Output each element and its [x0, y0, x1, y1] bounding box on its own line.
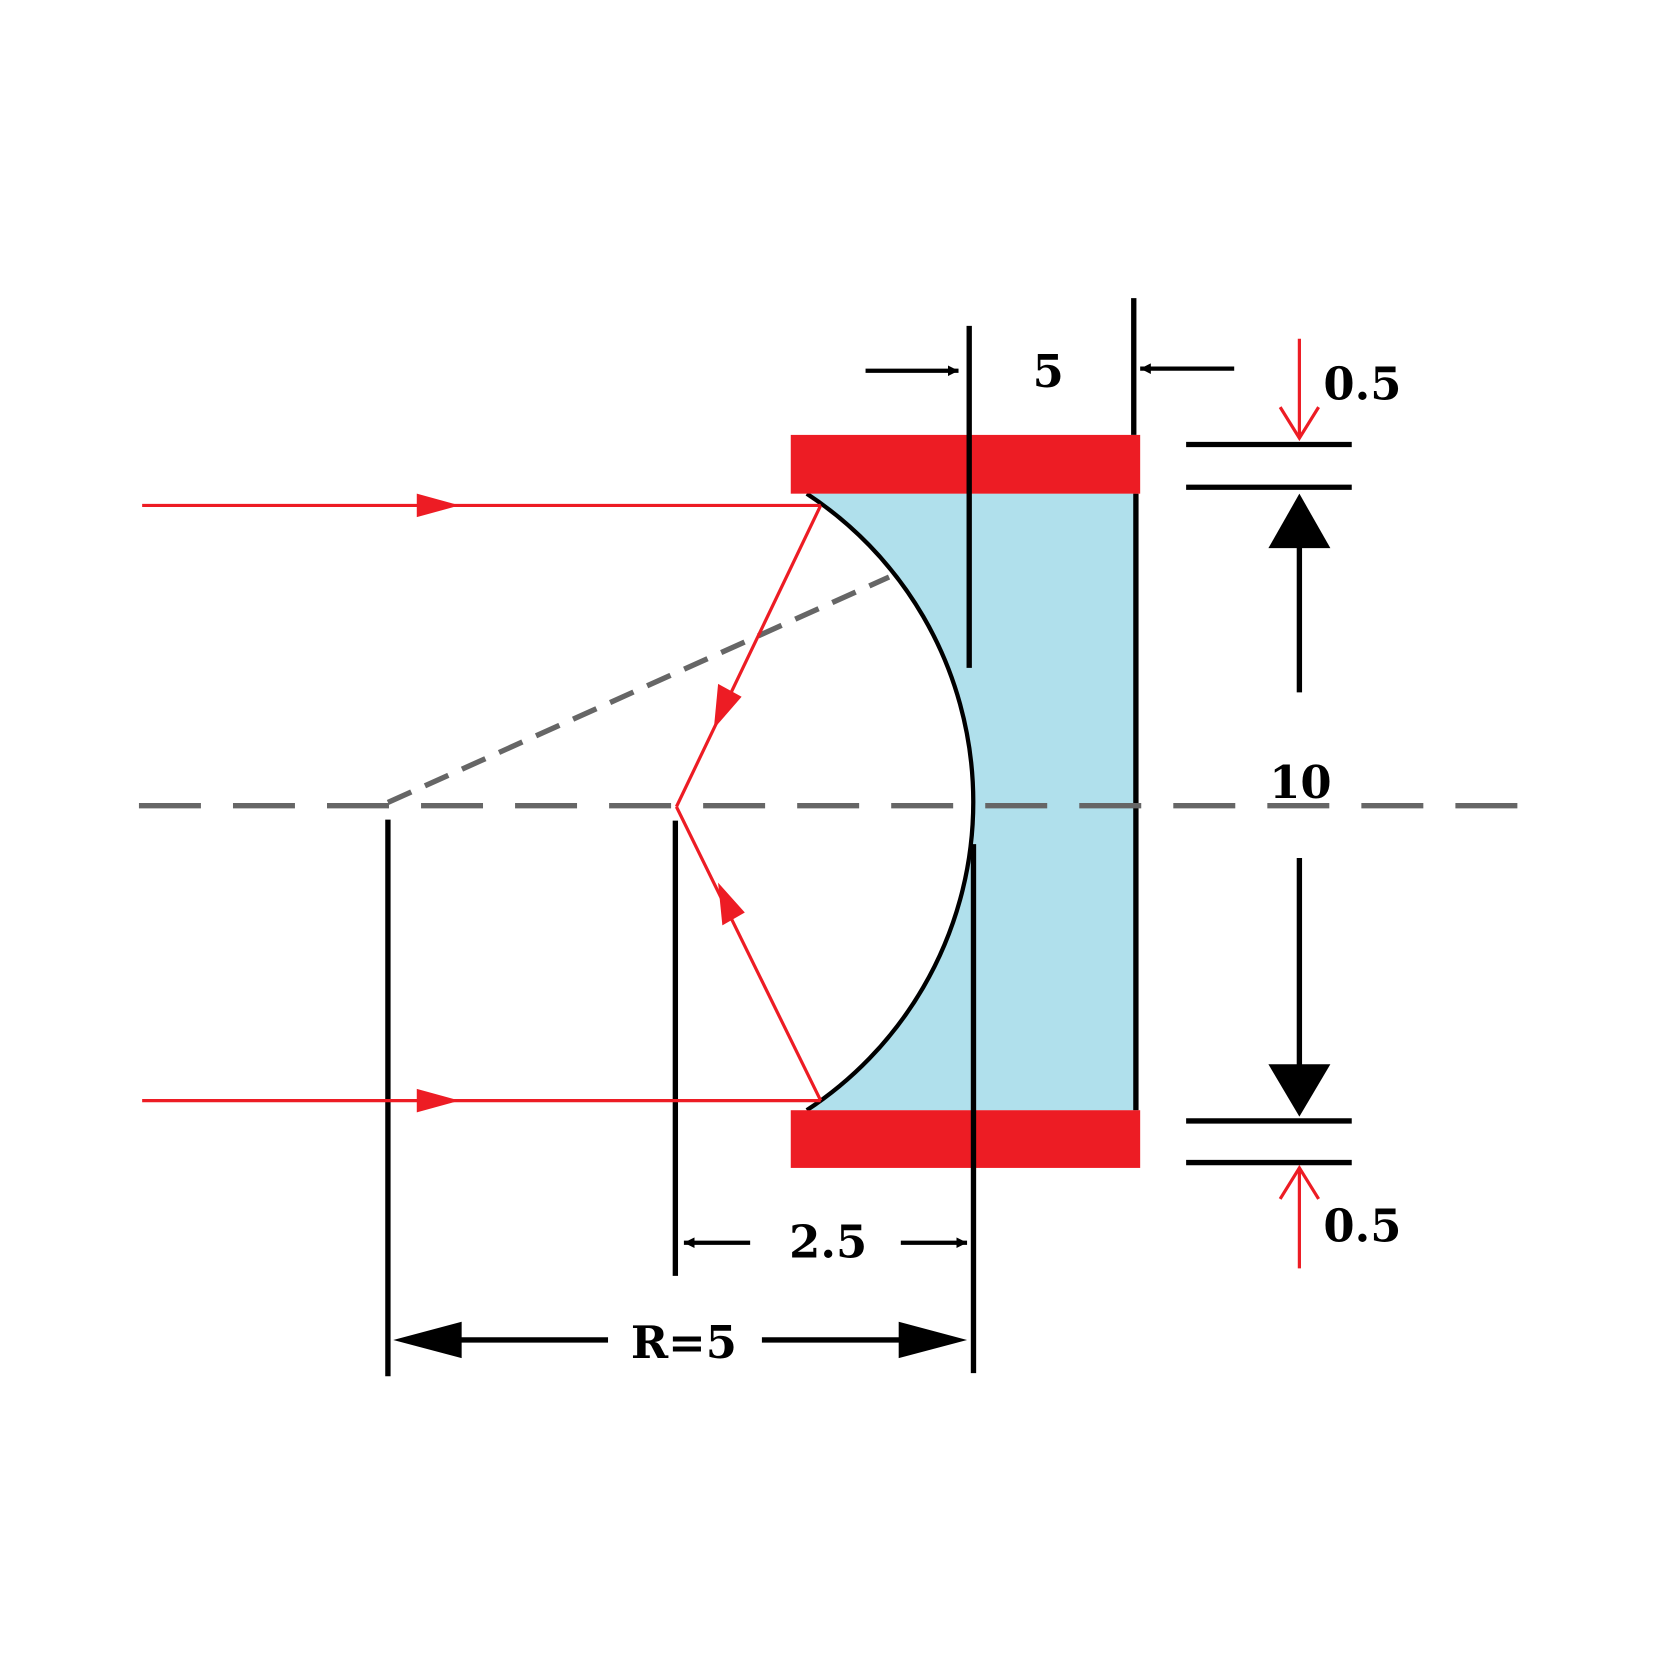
radius-arrowhead-right	[898, 1321, 968, 1359]
extension-lines	[385, 298, 1352, 1377]
lens-body	[806, 493, 1136, 1111]
radius-label: R=5	[631, 1316, 737, 1369]
radius-arrowhead-left	[393, 1321, 462, 1359]
light-rays	[142, 503, 823, 1103]
bottom-thickness-label: 0.5	[1323, 1200, 1401, 1253]
top-thickness-arrow	[1278, 338, 1320, 442]
lens-concave-surface	[805, 491, 976, 1113]
height-label: 10	[1269, 756, 1331, 809]
bottom-mount	[790, 1110, 1141, 1168]
ray-arrowheads	[416, 493, 745, 1113]
sag-label: 2.5	[789, 1216, 867, 1269]
top-thickness-label: 0.5	[1323, 358, 1401, 411]
top-mount	[790, 434, 1141, 494]
bottom-thickness-arrow	[1278, 1164, 1320, 1269]
construction-line	[386, 574, 891, 805]
height-arrowhead-down	[1268, 1064, 1331, 1117]
width-label: 5	[1033, 345, 1064, 398]
height-arrowhead-up	[1268, 493, 1331, 549]
